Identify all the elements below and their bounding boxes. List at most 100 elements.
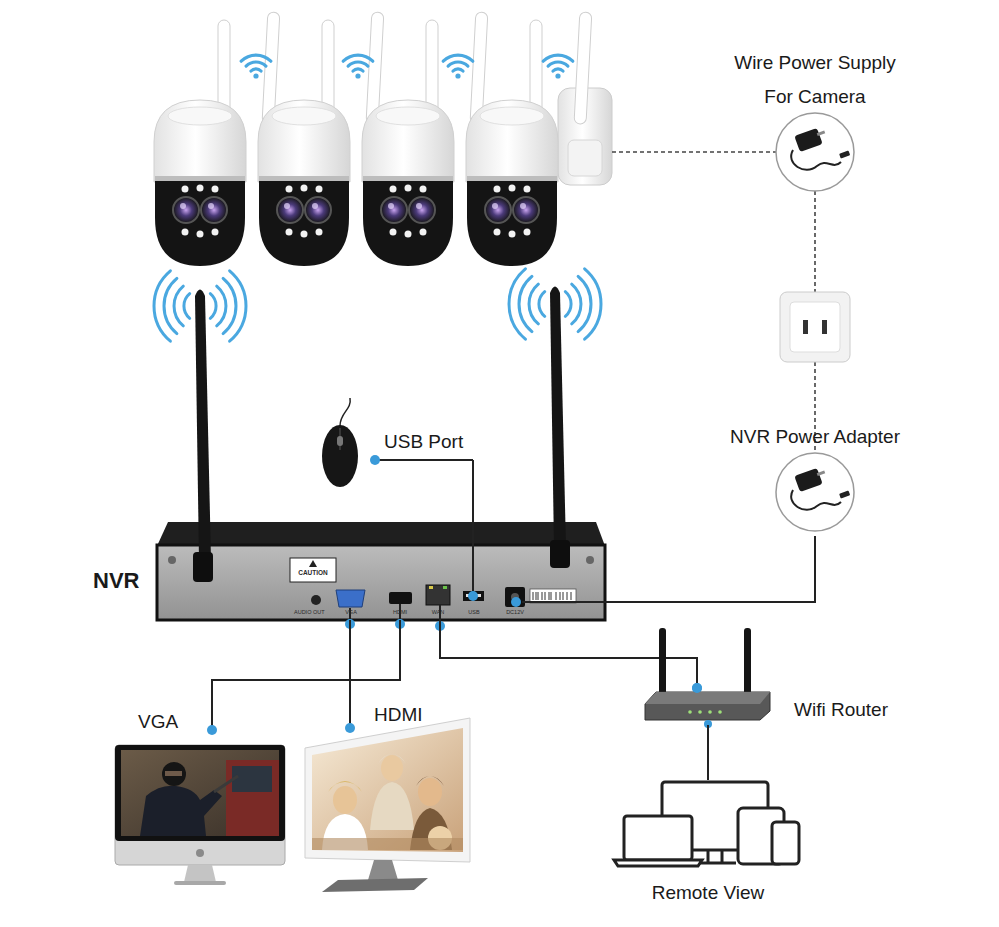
barcode-sticker xyxy=(530,589,576,603)
wall-bracket-plate xyxy=(568,140,602,176)
router-led xyxy=(718,710,722,714)
connection-dot xyxy=(207,725,217,735)
power-supply-label: Wire Power Supply For Camera xyxy=(718,46,912,196)
outlet-slot xyxy=(803,320,808,334)
monitor-stand xyxy=(368,860,398,880)
connection-dot xyxy=(511,597,521,607)
antenna-hinge xyxy=(193,552,213,582)
remote-devices xyxy=(614,782,799,866)
port-led xyxy=(429,586,433,589)
vga-monitor: VGA xyxy=(110,705,290,877)
network-wire xyxy=(640,658,697,688)
scene-person xyxy=(333,786,357,814)
monitor-screen xyxy=(121,750,279,836)
monitor-base xyxy=(322,878,428,892)
monitor-logo xyxy=(196,849,204,857)
node-label: Remote View xyxy=(612,882,804,904)
radio-waves xyxy=(509,269,601,339)
mouse xyxy=(322,425,358,487)
nvr-power-adapter xyxy=(776,453,854,531)
monitor-base xyxy=(174,881,226,885)
node-label: VGA xyxy=(138,711,198,733)
router-led xyxy=(698,710,702,714)
outlet-slot xyxy=(822,320,827,334)
panel-screw xyxy=(586,556,594,564)
wifi-icon xyxy=(543,55,573,79)
connection-dot xyxy=(692,683,702,693)
nvr-antenna xyxy=(550,287,566,549)
scene-person xyxy=(381,755,403,781)
wifi-router: Wifi Router xyxy=(640,625,910,725)
monitor-bezel xyxy=(115,745,285,841)
monitor-screen xyxy=(312,728,463,852)
leader-line xyxy=(375,459,473,461)
power-wire xyxy=(522,601,605,603)
port-label: HDMI xyxy=(390,609,410,616)
connector-line xyxy=(472,460,474,545)
scene-head xyxy=(162,762,186,786)
dashed-wire xyxy=(814,191,816,292)
wifi-icon xyxy=(343,55,373,79)
port-label: DC12V xyxy=(503,609,527,616)
connector-line xyxy=(707,725,709,780)
barcode-lines xyxy=(533,592,571,600)
connection-dot xyxy=(692,683,702,693)
panel-screw xyxy=(168,556,176,564)
scene-table xyxy=(312,838,463,850)
dc-port xyxy=(505,587,525,607)
vga-monitor xyxy=(115,745,285,865)
scene-hair xyxy=(378,754,406,764)
leader-line xyxy=(472,545,474,596)
caution-sticker xyxy=(290,558,336,582)
connection-dot xyxy=(395,619,405,629)
nvr-power-adapter: NVR Power Adapter xyxy=(718,424,912,536)
wan-port xyxy=(426,585,450,605)
caution-text: CAUTION xyxy=(291,569,335,577)
wire-pieces xyxy=(212,460,697,730)
antenna-hinge xyxy=(550,540,570,568)
scene-face xyxy=(165,771,182,776)
warning-triangle xyxy=(309,560,317,567)
node-label: NVR xyxy=(93,568,155,594)
router-antenna xyxy=(659,628,666,696)
connection-dots xyxy=(207,455,702,735)
scene-tool xyxy=(214,776,238,792)
node-label: USB Port xyxy=(384,431,472,453)
usb-port xyxy=(463,591,484,601)
connection-dot xyxy=(704,720,712,728)
scene-figure xyxy=(140,786,222,836)
port-label: VGA xyxy=(341,609,361,616)
port-led xyxy=(443,586,447,589)
wifi-icon xyxy=(241,55,271,79)
router-body xyxy=(645,692,770,720)
radio-waves xyxy=(154,271,246,341)
connector-line xyxy=(212,620,400,705)
node-label: NVR Power Adapter xyxy=(718,426,912,448)
laptop-screen xyxy=(624,816,692,860)
remote-view-devices: Remote View xyxy=(612,780,804,910)
connection-dot xyxy=(345,723,355,733)
dashed-wire xyxy=(612,151,776,153)
ptz-camera xyxy=(466,12,592,266)
nvr-top xyxy=(157,522,605,546)
port-label: USB xyxy=(464,609,484,616)
connector-line xyxy=(440,620,640,658)
nvr-recorder: NVR xyxy=(90,545,605,620)
connection-dot xyxy=(370,455,380,465)
nvr-antenna xyxy=(195,290,211,561)
router-top xyxy=(645,692,770,704)
connection-dot xyxy=(468,591,478,601)
node-label: Wire Power Supply For Camera xyxy=(718,46,912,114)
audio-jack xyxy=(311,595,321,605)
vga-port xyxy=(336,590,365,607)
hdmi-monitor: HDMI xyxy=(300,700,475,892)
nvr-front-panel xyxy=(157,545,605,620)
port-label: WAN xyxy=(428,609,448,616)
router-led xyxy=(688,710,692,714)
laptop-base xyxy=(614,860,702,866)
usb-mouse: USB Port xyxy=(318,410,473,467)
node-label: HDMI xyxy=(374,704,454,726)
